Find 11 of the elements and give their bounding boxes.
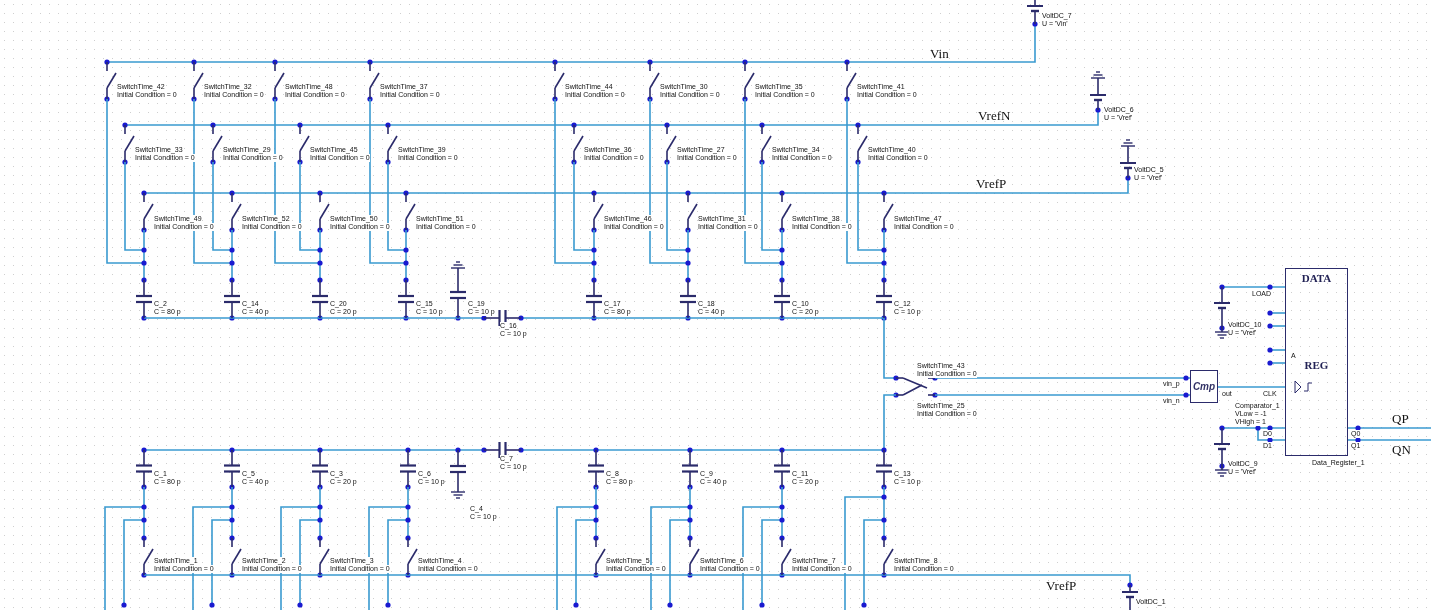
- net-label: QN: [1392, 443, 1411, 457]
- net-label: VrefN: [978, 109, 1011, 123]
- net-label: Vin: [930, 47, 949, 61]
- net-label: QP: [1392, 412, 1409, 426]
- net-label: VrefP: [976, 177, 1007, 191]
- register-title: DATA: [1300, 272, 1333, 284]
- net-label: VrefP: [1046, 579, 1077, 593]
- register-block: [1285, 268, 1348, 456]
- comparator-block: Cmp: [1190, 370, 1218, 403]
- wire: [1217, 386, 1286, 388]
- register-label: REG: [1303, 359, 1330, 371]
